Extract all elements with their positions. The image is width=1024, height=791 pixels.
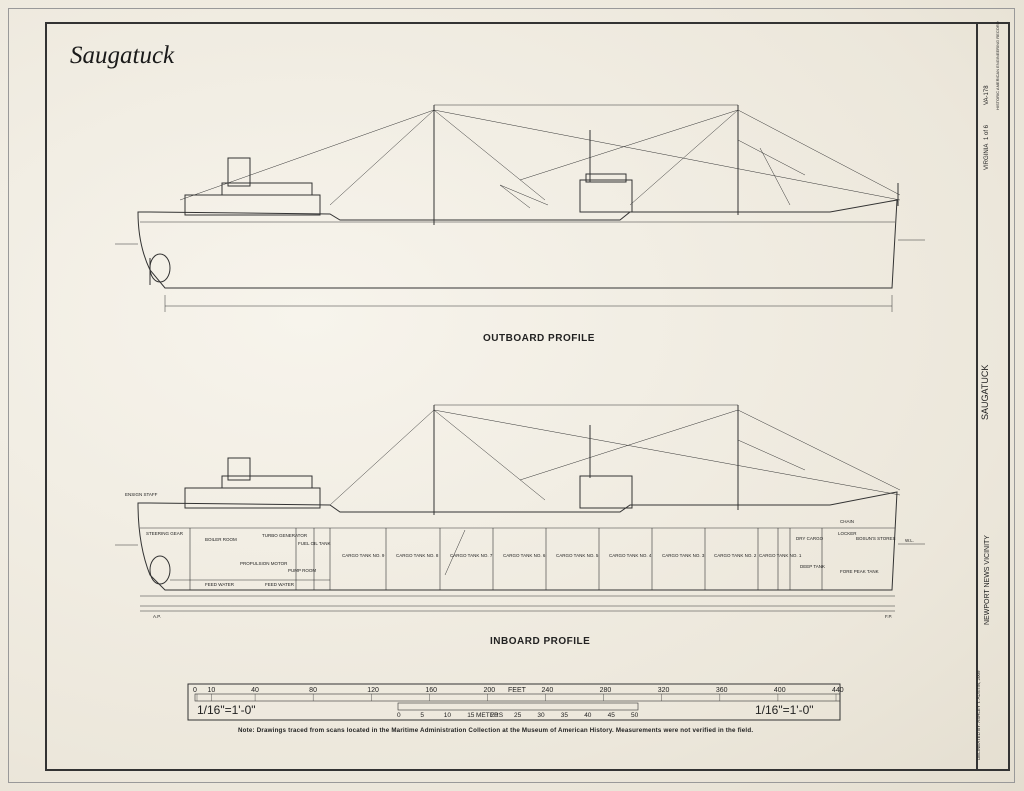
scale-meter-tick-label: 15 <box>467 712 475 719</box>
label-bosun-stores: BOSUN'S STORES <box>856 536 896 541</box>
label-pump-room: PUMP ROOM <box>288 568 316 573</box>
inboard-funnel <box>227 457 251 481</box>
scale-feet-tick-label: 120 <box>367 687 379 694</box>
title-block-vessel-name: SAUGATUCK <box>980 364 990 420</box>
scale-feet-tick-label: 440 <box>832 687 844 694</box>
scale-feet-tick-label: 360 <box>716 687 728 694</box>
label-fuel-oil: FUEL OIL TANK <box>298 541 331 546</box>
outboard-funnel <box>227 157 251 187</box>
label-cargo-tank-4: CARGO TANK NO. 4 <box>609 553 652 558</box>
scale-feet-tick-label: 320 <box>658 687 670 694</box>
scale-meter-tick-label: 10 <box>444 712 452 719</box>
scale-meter-tick-label: 0 <box>397 712 401 719</box>
scale-meter-tick-label: 50 <box>631 712 639 719</box>
label-locker: LOCKER <box>838 531 857 536</box>
scale-label-left: 1/16"=1'-0" <box>197 703 256 717</box>
scale-meter-tick-label: 30 <box>537 712 545 719</box>
title-block-survey-no: VA-178 <box>984 85 990 105</box>
outboard-caption: OUTBOARD PROFILE <box>483 333 595 344</box>
label-cargo-tank-6: CARGO TANK NO. 6 <box>503 553 546 558</box>
scale-feet-unit: FEET <box>508 687 527 694</box>
scale-meters-unit: METERS <box>476 712 504 719</box>
scale-feet-tick-label: 160 <box>425 687 437 694</box>
label-cargo-tank-2: CARGO TANK NO. 2 <box>714 553 757 558</box>
inboard-hull <box>137 491 898 591</box>
drawing-frame <box>45 22 978 771</box>
scale-feet-tick-label: 200 <box>483 687 495 694</box>
scale-feet-tick-label: 240 <box>542 687 554 694</box>
vessel-title: Saugatuck <box>70 42 175 69</box>
label-ensign-staff: ENSIGN STAFF <box>125 492 158 497</box>
label-cargo-tank-3: CARGO TANK NO. 3 <box>662 553 705 558</box>
label-chain: CHAIN <box>840 519 854 524</box>
label-propulsion-motor: PROPULSION MOTOR <box>240 561 288 566</box>
scale-feet-tick-label: 40 <box>251 687 259 694</box>
label-dry-cargo: DRY CARGO <box>796 536 824 541</box>
drawing-note: Note: Drawings traced from scans located… <box>238 727 754 734</box>
scale-meter-tick-label: 5 <box>420 712 424 719</box>
scale-feet-tick-label: 400 <box>774 687 786 694</box>
scale-feet-tick-label: 80 <box>309 687 317 694</box>
title-block-delineator: DELINEATED BY: ASHLEY T. AUSTIN, 2009 <box>976 670 981 760</box>
title-block-sheet: 1 of 6 <box>984 124 990 140</box>
scale-meter-tick-label: 25 <box>514 712 522 719</box>
sheet-outer-border <box>8 8 1015 783</box>
scale-feet-tick-label: 0 <box>193 687 197 694</box>
scale-meter-tick-label: 20 <box>491 712 499 719</box>
scale-feet-tick-label: 280 <box>600 687 612 694</box>
title-block <box>974 22 1010 771</box>
scale-meter-tick-label: 35 <box>561 712 569 719</box>
label-deep-tank: DEEP TANK <box>800 564 825 569</box>
scale-meter-tick-label: 45 <box>608 712 616 719</box>
label-cargo-tank-7: CARGO TANK NO. 7 <box>450 553 493 558</box>
label-fp: F.P. <box>885 614 892 619</box>
title-block-agency: HISTORIC AMERICAN ENGINEERING RECORD <box>995 21 1000 110</box>
scale-meter-tick-label: 40 <box>584 712 592 719</box>
label-steering-gear: STEERING GEAR <box>146 531 184 536</box>
label-turbo-generator: TURBO GENERATOR <box>262 533 308 538</box>
scale-feet-tick-label: 10 <box>208 687 216 694</box>
title-block-location: NEWPORT NEWS VICINITY <box>984 535 991 625</box>
label-feed-water-1: FEED WATER <box>205 582 235 587</box>
scale-label-right: 1/16"=1'-0" <box>755 703 814 717</box>
label-wl-inboard: W.L. <box>905 538 914 543</box>
inboard-caption: INBOARD PROFILE <box>490 636 591 647</box>
label-cargo-tank-9: CARGO TANK NO. 9 <box>342 553 385 558</box>
label-fore-peak: FORE PEAK TANK <box>840 569 879 574</box>
label-cargo-tank-5: CARGO TANK NO. 5 <box>556 553 599 558</box>
label-cargo-tank-1: CARGO TANK NO. 1 <box>759 553 802 558</box>
label-boiler-room: BOILER ROOM <box>205 537 237 542</box>
label-cargo-tank-8: CARGO TANK NO. 8 <box>396 553 439 558</box>
label-ap: A.P. <box>153 614 161 619</box>
title-block-state: VIRGINIA <box>984 143 990 170</box>
label-feed-water-2: FEED WATER <box>265 582 295 587</box>
